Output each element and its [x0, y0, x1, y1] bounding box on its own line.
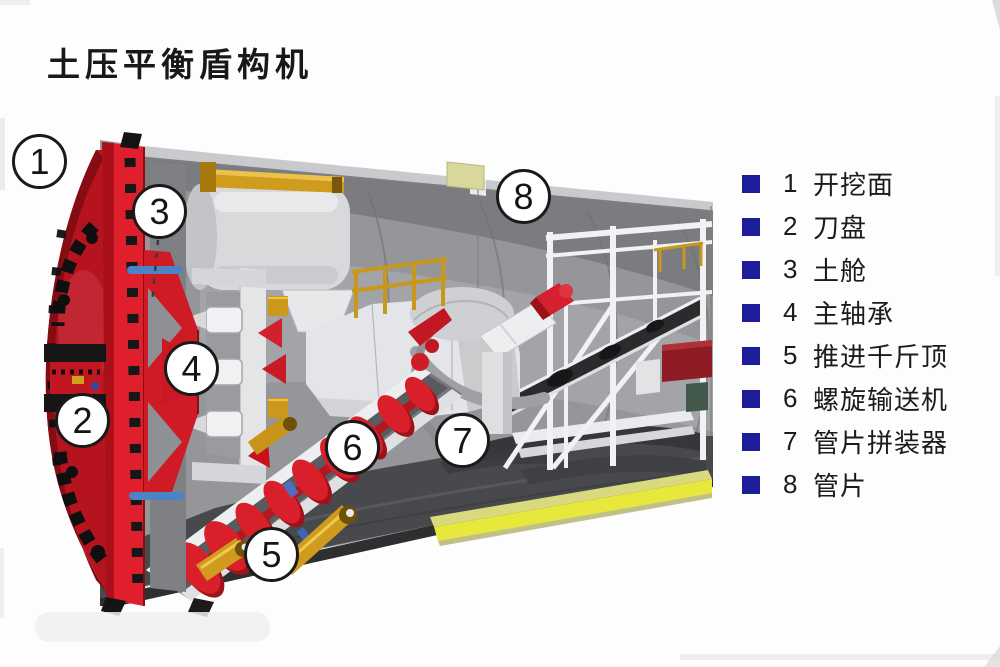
cutterhead [44, 132, 214, 617]
legend-item-label: 管片拼装器 [813, 428, 949, 458]
legend-item-number: 7 [783, 426, 798, 456]
callout-number: 5 [261, 533, 282, 575]
legend-bullet-icon [742, 303, 760, 322]
legend-item-label: 土舱 [813, 256, 868, 286]
walkway [430, 470, 712, 546]
legend-item-number: 2 [783, 211, 798, 241]
legend-item-label: 开挖面 [813, 170, 895, 200]
legend-bullet-icon [742, 475, 760, 494]
callout-number: 3 [149, 190, 170, 232]
callout-5-thrust-jacks: 5 [244, 527, 299, 582]
callout-number: 6 [342, 426, 363, 468]
legend-bullet-icon [742, 217, 760, 236]
legend-item-label: 管片 [813, 471, 868, 501]
callout-4-main-bearing: 4 [164, 341, 219, 396]
legend-item-label: 主轴承 [813, 299, 895, 329]
legend: 1 开挖面 2 刀盘 3 土舱 4 主轴承 5 推进千斤顶 6 螺旋输送机 7 … [742, 162, 948, 506]
legend-item-4: 4 主轴承 [742, 291, 948, 334]
callout-number: 7 [452, 419, 473, 461]
callout-3-soil-chamber: 3 [132, 184, 187, 239]
legend-item-8: 8 管片 [742, 463, 948, 506]
legend-item-number: 8 [783, 469, 798, 499]
legend-item-number: 4 [783, 297, 798, 327]
callout-number: 4 [181, 347, 202, 389]
legend-item-label: 推进千斤顶 [813, 342, 949, 372]
legend-bullet-icon [742, 389, 760, 408]
legend-item-6: 6 螺旋输送机 [742, 377, 948, 420]
legend-item-5: 5 推进千斤顶 [742, 334, 948, 377]
callout-2-cutterhead: 2 [55, 393, 110, 448]
legend-item-number: 1 [783, 168, 798, 198]
legend-item-number: 6 [783, 383, 798, 413]
callout-number: 2 [72, 399, 93, 441]
legend-item-label: 刀盘 [813, 213, 868, 243]
legend-item-2: 2 刀盘 [742, 205, 948, 248]
legend-item-3: 3 土舱 [742, 248, 948, 291]
page-title: 土压平衡盾构机 [47, 46, 313, 83]
legend-bullet-icon [742, 346, 760, 365]
legend-bullet-icon [742, 174, 760, 193]
legend-item-number: 5 [783, 340, 798, 370]
legend-item-1: 1 开挖面 [742, 162, 948, 205]
callout-7-segment-erector: 7 [435, 413, 490, 468]
callout-6-screw-conveyor: 6 [325, 420, 380, 475]
legend-bullet-icon [742, 432, 760, 451]
legend-item-7: 7 管片拼装器 [742, 420, 948, 463]
safety-railing [351, 241, 704, 318]
callout-1-excavation-face: 1 [12, 134, 67, 189]
segment-feeder [512, 410, 695, 458]
callout-3-leader [150, 239, 160, 305]
legend-item-label: 螺旋输送机 [813, 385, 949, 415]
callout-8-segment: 8 [496, 169, 551, 224]
callout-number: 8 [513, 175, 534, 217]
legend-item-number: 3 [783, 254, 798, 284]
legend-bullet-icon [742, 260, 760, 279]
callout-number: 1 [29, 140, 50, 182]
